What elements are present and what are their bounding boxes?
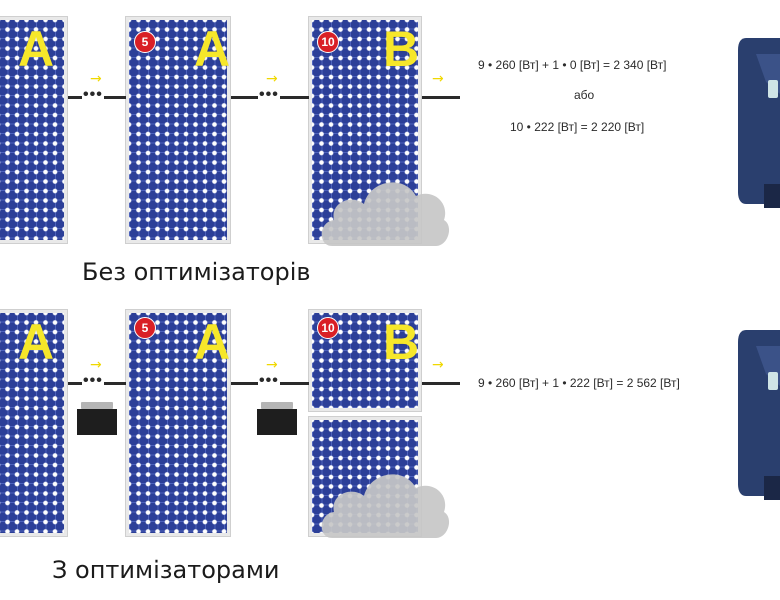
bottom-connector-dots-1: •••	[82, 372, 104, 389]
top-solar-panel-2	[125, 16, 231, 244]
top-cloud-icon	[321, 182, 450, 246]
bottom-panel-3-letter: B	[383, 314, 420, 370]
bottom-caption: З оптимізаторами	[52, 556, 280, 584]
top-panel-2-badge: 5	[134, 31, 156, 53]
bottom-inverter-icon	[738, 330, 780, 500]
top-formula-line-1: 9 • 260 [Вт] + 1 • 0 [Вт] = 2 340 [Вт]	[478, 58, 667, 72]
top-panel-2-letter: A	[194, 21, 231, 77]
top-panel-1-letter: A	[18, 21, 55, 77]
bottom-flow-arrow-3: →	[432, 357, 444, 373]
top-caption: Без оптимізаторів	[82, 258, 311, 286]
bottom-connector-dots-2: •••	[258, 372, 280, 389]
bottom-solar-panel-2	[125, 309, 231, 537]
optimizer-icon-2	[257, 402, 297, 435]
bottom-panel-2-letter: A	[194, 314, 231, 370]
bottom-flow-arrow-2: →	[266, 357, 278, 373]
top-flow-arrow-3: →	[432, 71, 444, 87]
bottom-cloud-icon	[321, 474, 450, 538]
top-panel-3-letter: B	[383, 21, 420, 77]
top-solar-panel-1	[0, 16, 68, 244]
bottom-solar-panel-1	[0, 309, 68, 537]
bottom-panel-2-badge: 5	[134, 317, 156, 339]
bottom-formula-line-1: 9 • 260 [Вт] + 1 • 222 [Вт] = 2 562 [Вт]	[478, 376, 680, 390]
top-formula-line-2: 10 • 222 [Вт] = 2 220 [Вт]	[510, 120, 645, 134]
bottom-panel-3-badge: 10	[317, 317, 339, 339]
bottom-wire-3	[422, 382, 460, 385]
bottom-panel-1-letter: A	[18, 314, 55, 370]
top-inverter-icon	[738, 38, 780, 208]
top-flow-arrow-1: →	[90, 71, 102, 87]
top-formula-or: або	[574, 88, 595, 102]
top-connector-dots-2: •••	[258, 86, 280, 103]
bottom-flow-arrow-1: →	[90, 357, 102, 373]
optimizer-icon-1	[77, 402, 117, 435]
top-panel-3-badge: 10	[317, 31, 339, 53]
top-connector-dots-1: •••	[82, 86, 104, 103]
top-flow-arrow-2: →	[266, 71, 278, 87]
top-wire-3	[422, 96, 460, 99]
